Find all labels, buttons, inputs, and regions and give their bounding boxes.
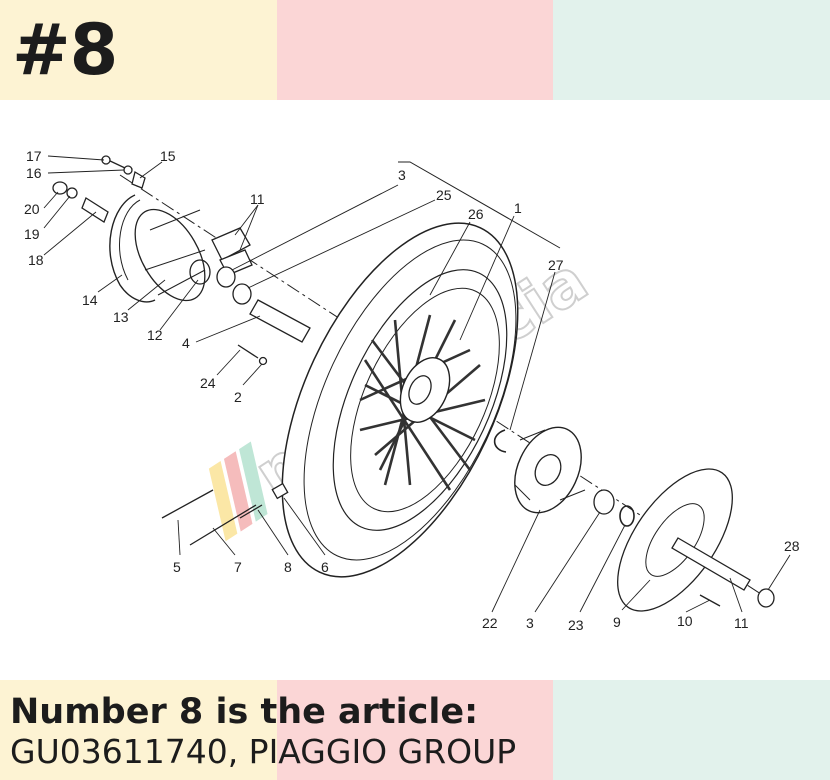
callout-11: 11 bbox=[734, 615, 749, 631]
callout-7: 7 bbox=[234, 559, 242, 575]
callout-17: 16 bbox=[26, 165, 42, 181]
callout-26: 26 bbox=[468, 206, 484, 222]
callout-22: 22 bbox=[482, 615, 498, 631]
callout-1: 1 bbox=[514, 200, 522, 216]
callout-19: 18 bbox=[28, 252, 44, 268]
callout-14: 13 bbox=[113, 309, 129, 325]
callout-3-right: 3 bbox=[526, 615, 534, 631]
callout-15: 14 bbox=[82, 292, 98, 308]
callout-13: 12 bbox=[147, 327, 163, 343]
part-number-badge: #8 bbox=[12, 9, 118, 91]
callout-20: 19 bbox=[24, 226, 40, 242]
callout-10: 10 bbox=[677, 613, 693, 629]
caption-band bbox=[0, 680, 830, 780]
callout-4: 4 bbox=[182, 335, 190, 351]
callout-labels: 17 16 15 20 19 18 14 13 12 11 3 25 26 1 … bbox=[24, 148, 800, 633]
callout-27: 27 bbox=[548, 257, 564, 273]
callout-12: 11 bbox=[250, 191, 265, 207]
callout-24: 25 bbox=[436, 187, 452, 203]
callout-18: 17 bbox=[26, 148, 42, 164]
callout-28: 28 bbox=[784, 538, 800, 554]
header-band bbox=[0, 0, 830, 100]
callout-3-left: 3 bbox=[398, 167, 406, 183]
callout-9: 9 bbox=[613, 614, 621, 630]
callout-16: 15 bbox=[160, 148, 176, 164]
callout-2: 2 bbox=[234, 389, 242, 405]
callout-25: 24 bbox=[200, 375, 216, 391]
callout-5: 5 bbox=[173, 559, 181, 575]
callout-6: 6 bbox=[321, 559, 329, 575]
callout-8: 8 bbox=[284, 559, 292, 575]
callout-23: 23 bbox=[568, 617, 584, 633]
caption-article-code: GU03611740, PIAGGIO GROUP bbox=[10, 732, 517, 771]
exploded-parts-diagram: motoforcia bbox=[24, 148, 800, 633]
callout-21: 20 bbox=[24, 201, 40, 217]
caption-title: Number 8 is the article: bbox=[10, 692, 479, 732]
